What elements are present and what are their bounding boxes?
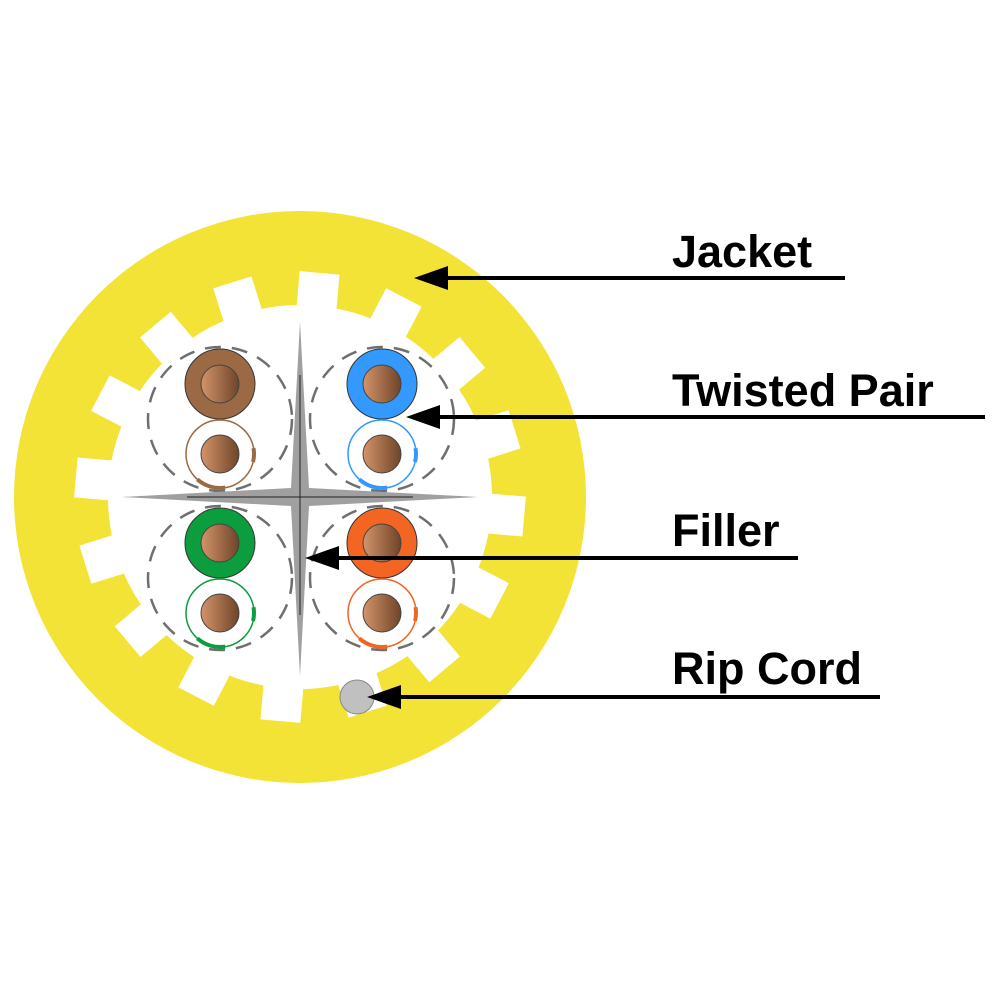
copper-conductor [200,364,240,404]
label-twisted-pair: Twisted Pair [672,365,934,416]
filler [122,322,478,676]
arrow-icon [406,405,440,429]
pair-boundary [308,504,456,652]
wire-stripe [184,577,256,649]
label-jacket: Jacket [672,226,812,277]
wire-stripe [346,418,418,490]
wire-stripe [346,577,418,649]
arrow-icon [414,266,448,290]
twisted-pair [146,504,294,652]
copper-conductor [362,434,402,474]
filler-leader [305,546,798,570]
label-filler: Filler [672,505,780,556]
label-rip-cord: Rip Cord [672,643,862,694]
rip-cord-leader [367,685,880,709]
copper-conductor [200,523,240,563]
copper-conductor [362,523,402,563]
copper-conductor [200,593,240,633]
arrow-icon [305,546,339,570]
copper-conductor [200,434,240,474]
pair-boundary [146,345,294,493]
twisted-pair [146,345,294,493]
jacket-leader [414,266,845,290]
pair-boundary [146,504,294,652]
wire-stripe [184,418,256,490]
twisted-pair [308,504,456,652]
arrow-icon [367,685,401,709]
twisted-pair-leader [406,405,985,429]
copper-conductor [362,364,402,404]
copper-conductor [362,593,402,633]
